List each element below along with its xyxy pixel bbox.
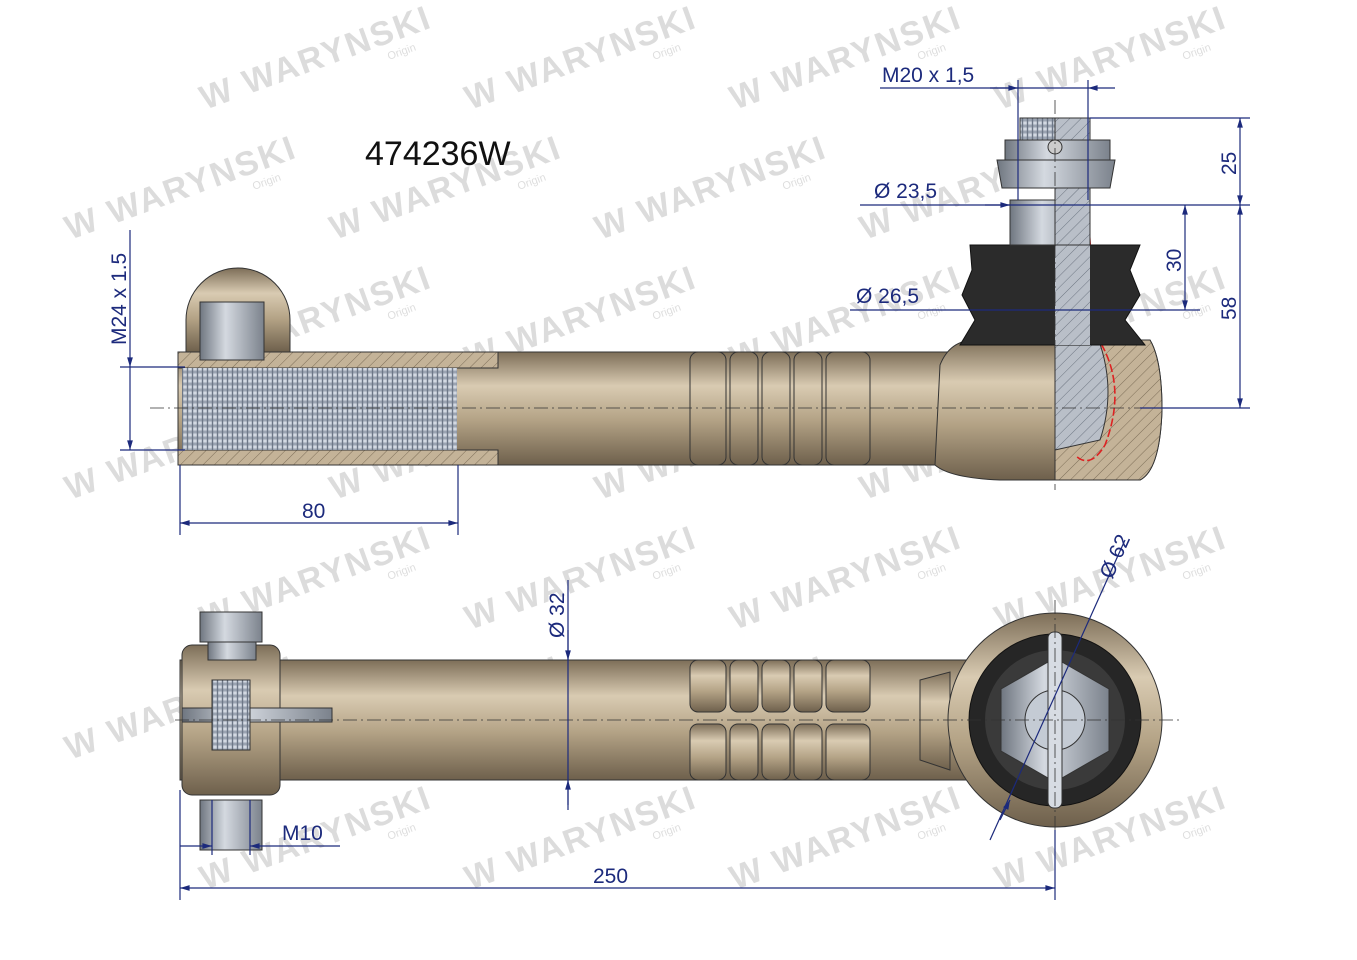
dim-dia-26-5: Ø 26,5 — [856, 285, 919, 308]
dim-bolt: M10 — [282, 822, 323, 845]
dim-height-58: 58 — [1218, 297, 1241, 320]
knurled-grip-bottom — [689, 659, 871, 781]
bottom-view — [175, 600, 1180, 870]
internal-thread — [182, 368, 457, 450]
rubber-boot — [959, 240, 1147, 346]
knurled-grip — [689, 351, 871, 466]
dim-thread-length: 80 — [302, 500, 325, 523]
ball-stud — [996, 117, 1116, 246]
dim-height-30: 30 — [1163, 249, 1186, 272]
part-number: 474236W — [365, 135, 511, 173]
dim-dia-32: Ø 32 — [546, 592, 569, 638]
dim-stud-thread: M20 x 1,5 — [882, 64, 974, 87]
clamp-bolt-top — [185, 267, 291, 361]
dim-total-length: 250 — [593, 865, 628, 888]
top-view — [150, 100, 1250, 490]
dim-height-25: 25 — [1218, 152, 1241, 175]
dim-dia-23-5: Ø 23,5 — [874, 180, 937, 203]
dim-rod-thread: M24 x 1.5 — [108, 253, 131, 345]
castle-nut — [996, 159, 1116, 189]
ball-joint-housing — [934, 214, 1163, 481]
